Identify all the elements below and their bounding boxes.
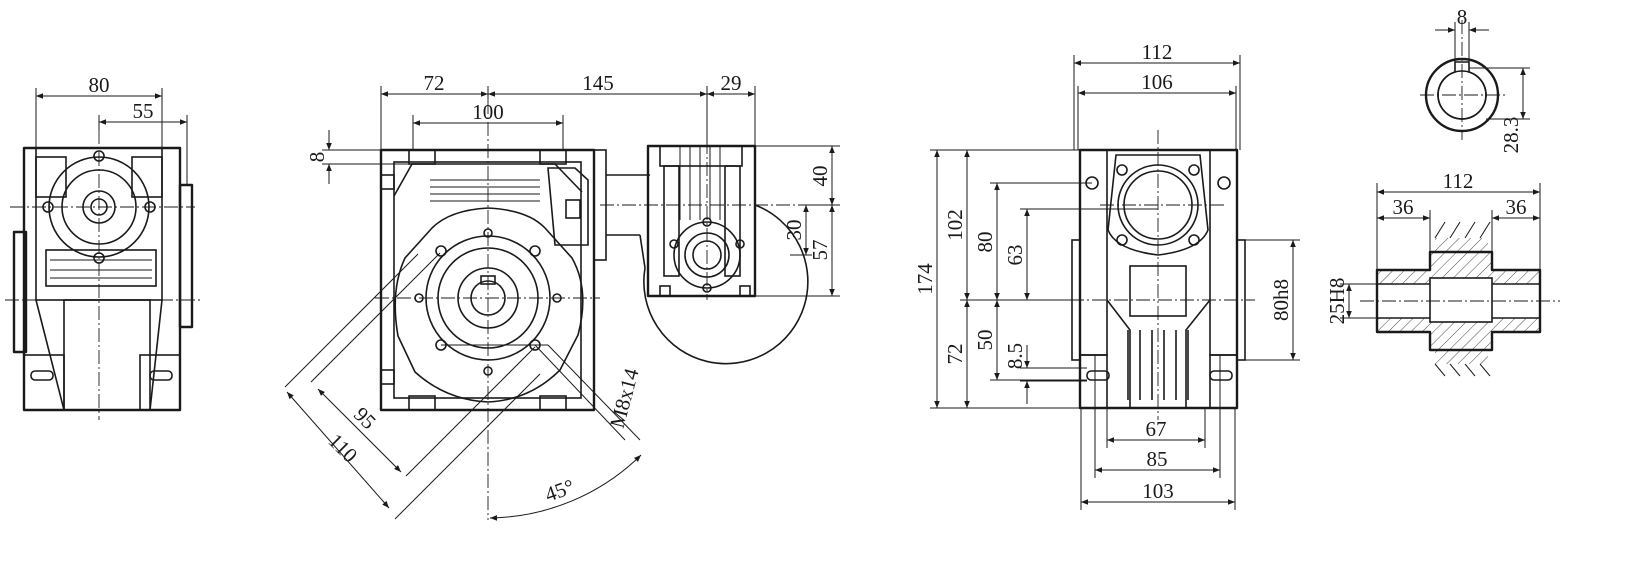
dim-end-50: 50 (973, 300, 1087, 381)
dim-front-40: 40 (755, 145, 840, 206)
dim-end-8-5: 8.5 (1003, 343, 1087, 404)
dim-shaft-left: 36 (1377, 195, 1431, 252)
dim-label-front-57: 57 (808, 240, 832, 261)
dim-label-end-102: 102 (943, 209, 967, 241)
dim-shaft-length: 112 (1376, 169, 1541, 270)
dim-end-67: 67 (1106, 408, 1206, 448)
dim-side-80: 80 (35, 73, 163, 148)
dim-label-front-145: 145 (582, 71, 614, 95)
dim-label-end-112: 112 (1142, 40, 1173, 64)
shaft-section (1360, 221, 1560, 377)
dim-label-end-pilot: 80h8 (1269, 279, 1293, 321)
dim-label-front-72: 72 (424, 71, 445, 95)
dim-shaft-right: 36 (1491, 195, 1540, 252)
dim-label-shaft-key-depth: 28.3 (1499, 117, 1523, 154)
dim-label-end-106: 106 (1141, 70, 1173, 94)
end-view: 112 106 174 102 72 80 (913, 40, 1300, 510)
end-view-body (1071, 148, 1246, 410)
dim-end-103: 103 (1080, 408, 1236, 510)
front-view-input-adapter (547, 144, 809, 365)
dim-shaft-key: 8 (1435, 5, 1489, 62)
dim-end-63: 63 (1003, 208, 1158, 300)
dim-label-shaft-left: 36 (1393, 195, 1414, 219)
dim-label-end-85: 85 (1147, 447, 1168, 471)
dim-front-thread: M8x14 (534, 344, 644, 441)
dim-front-145: 145 (488, 71, 708, 146)
dim-label-side-offset: 55 (133, 99, 154, 123)
dim-front-8: 8 (305, 130, 409, 184)
dim-label-end-8-5: 8.5 (1003, 343, 1027, 369)
dim-front-angle: 45° (489, 454, 642, 521)
dim-end-72: 72 (943, 300, 970, 408)
dim-front-100: 100 (412, 100, 564, 150)
dim-label-end-103: 103 (1142, 479, 1174, 503)
dim-label-front-30: 30 (782, 220, 806, 241)
dim-end-pilot: 80h8 (1245, 239, 1300, 361)
dim-shaft-bore: 25H8 (1325, 278, 1377, 325)
dim-side-55: 55 (98, 99, 188, 185)
dim-label-front-thread: M8x14 (605, 365, 644, 430)
dim-label-shaft-key: 8 (1457, 5, 1468, 29)
dim-front-110: 110 (284, 253, 541, 520)
dim-front-30: 30 (782, 205, 812, 256)
dim-label-front-95: 95 (349, 402, 381, 434)
front-view-centerlines (375, 100, 810, 520)
dim-end-85: 85 (1094, 355, 1221, 478)
dim-label-end-63: 63 (1003, 245, 1027, 266)
side-view-centerlines (5, 130, 200, 420)
dim-label-end-50: 50 (973, 330, 997, 351)
dim-label-shaft-bore: 25H8 (1325, 278, 1349, 325)
dim-label-side-width: 80 (89, 73, 110, 97)
dim-end-112: 112 (1073, 40, 1241, 150)
keyway-section (1420, 20, 1505, 140)
dim-label-front-8: 8 (305, 152, 329, 163)
dim-end-106: 106 (1077, 70, 1237, 150)
side-view: 80 55 (5, 73, 200, 420)
front-view: 72 145 29 100 8 40 (284, 71, 840, 521)
dim-label-front-29: 29 (721, 71, 742, 95)
dim-end-174: 174 (913, 149, 1080, 409)
dim-label-front-40: 40 (808, 166, 832, 187)
dim-front-57: 57 (755, 205, 840, 297)
dim-label-shaft-right: 36 (1506, 195, 1527, 219)
dim-shaft-key-depth: 28.3 (1469, 67, 1530, 154)
end-view-centerlines (1070, 130, 1255, 420)
dim-label-front-angle: 45° (542, 474, 578, 507)
dim-label-front-100: 100 (472, 100, 504, 124)
dim-label-end-80: 80 (973, 232, 997, 253)
dim-end-102: 102 (943, 150, 1070, 301)
shaft-detail: 8 28.3 (1325, 5, 1560, 377)
dim-end-80: 80 (973, 182, 1092, 300)
dim-label-end-174: 174 (913, 263, 937, 295)
dim-label-end-67: 67 (1146, 417, 1167, 441)
dim-label-shaft-length: 112 (1443, 169, 1474, 193)
dim-label-front-110: 110 (324, 429, 363, 468)
dim-front-29: 29 (707, 71, 756, 146)
dim-label-end-72: 72 (943, 344, 967, 365)
side-view-body (12, 146, 194, 412)
